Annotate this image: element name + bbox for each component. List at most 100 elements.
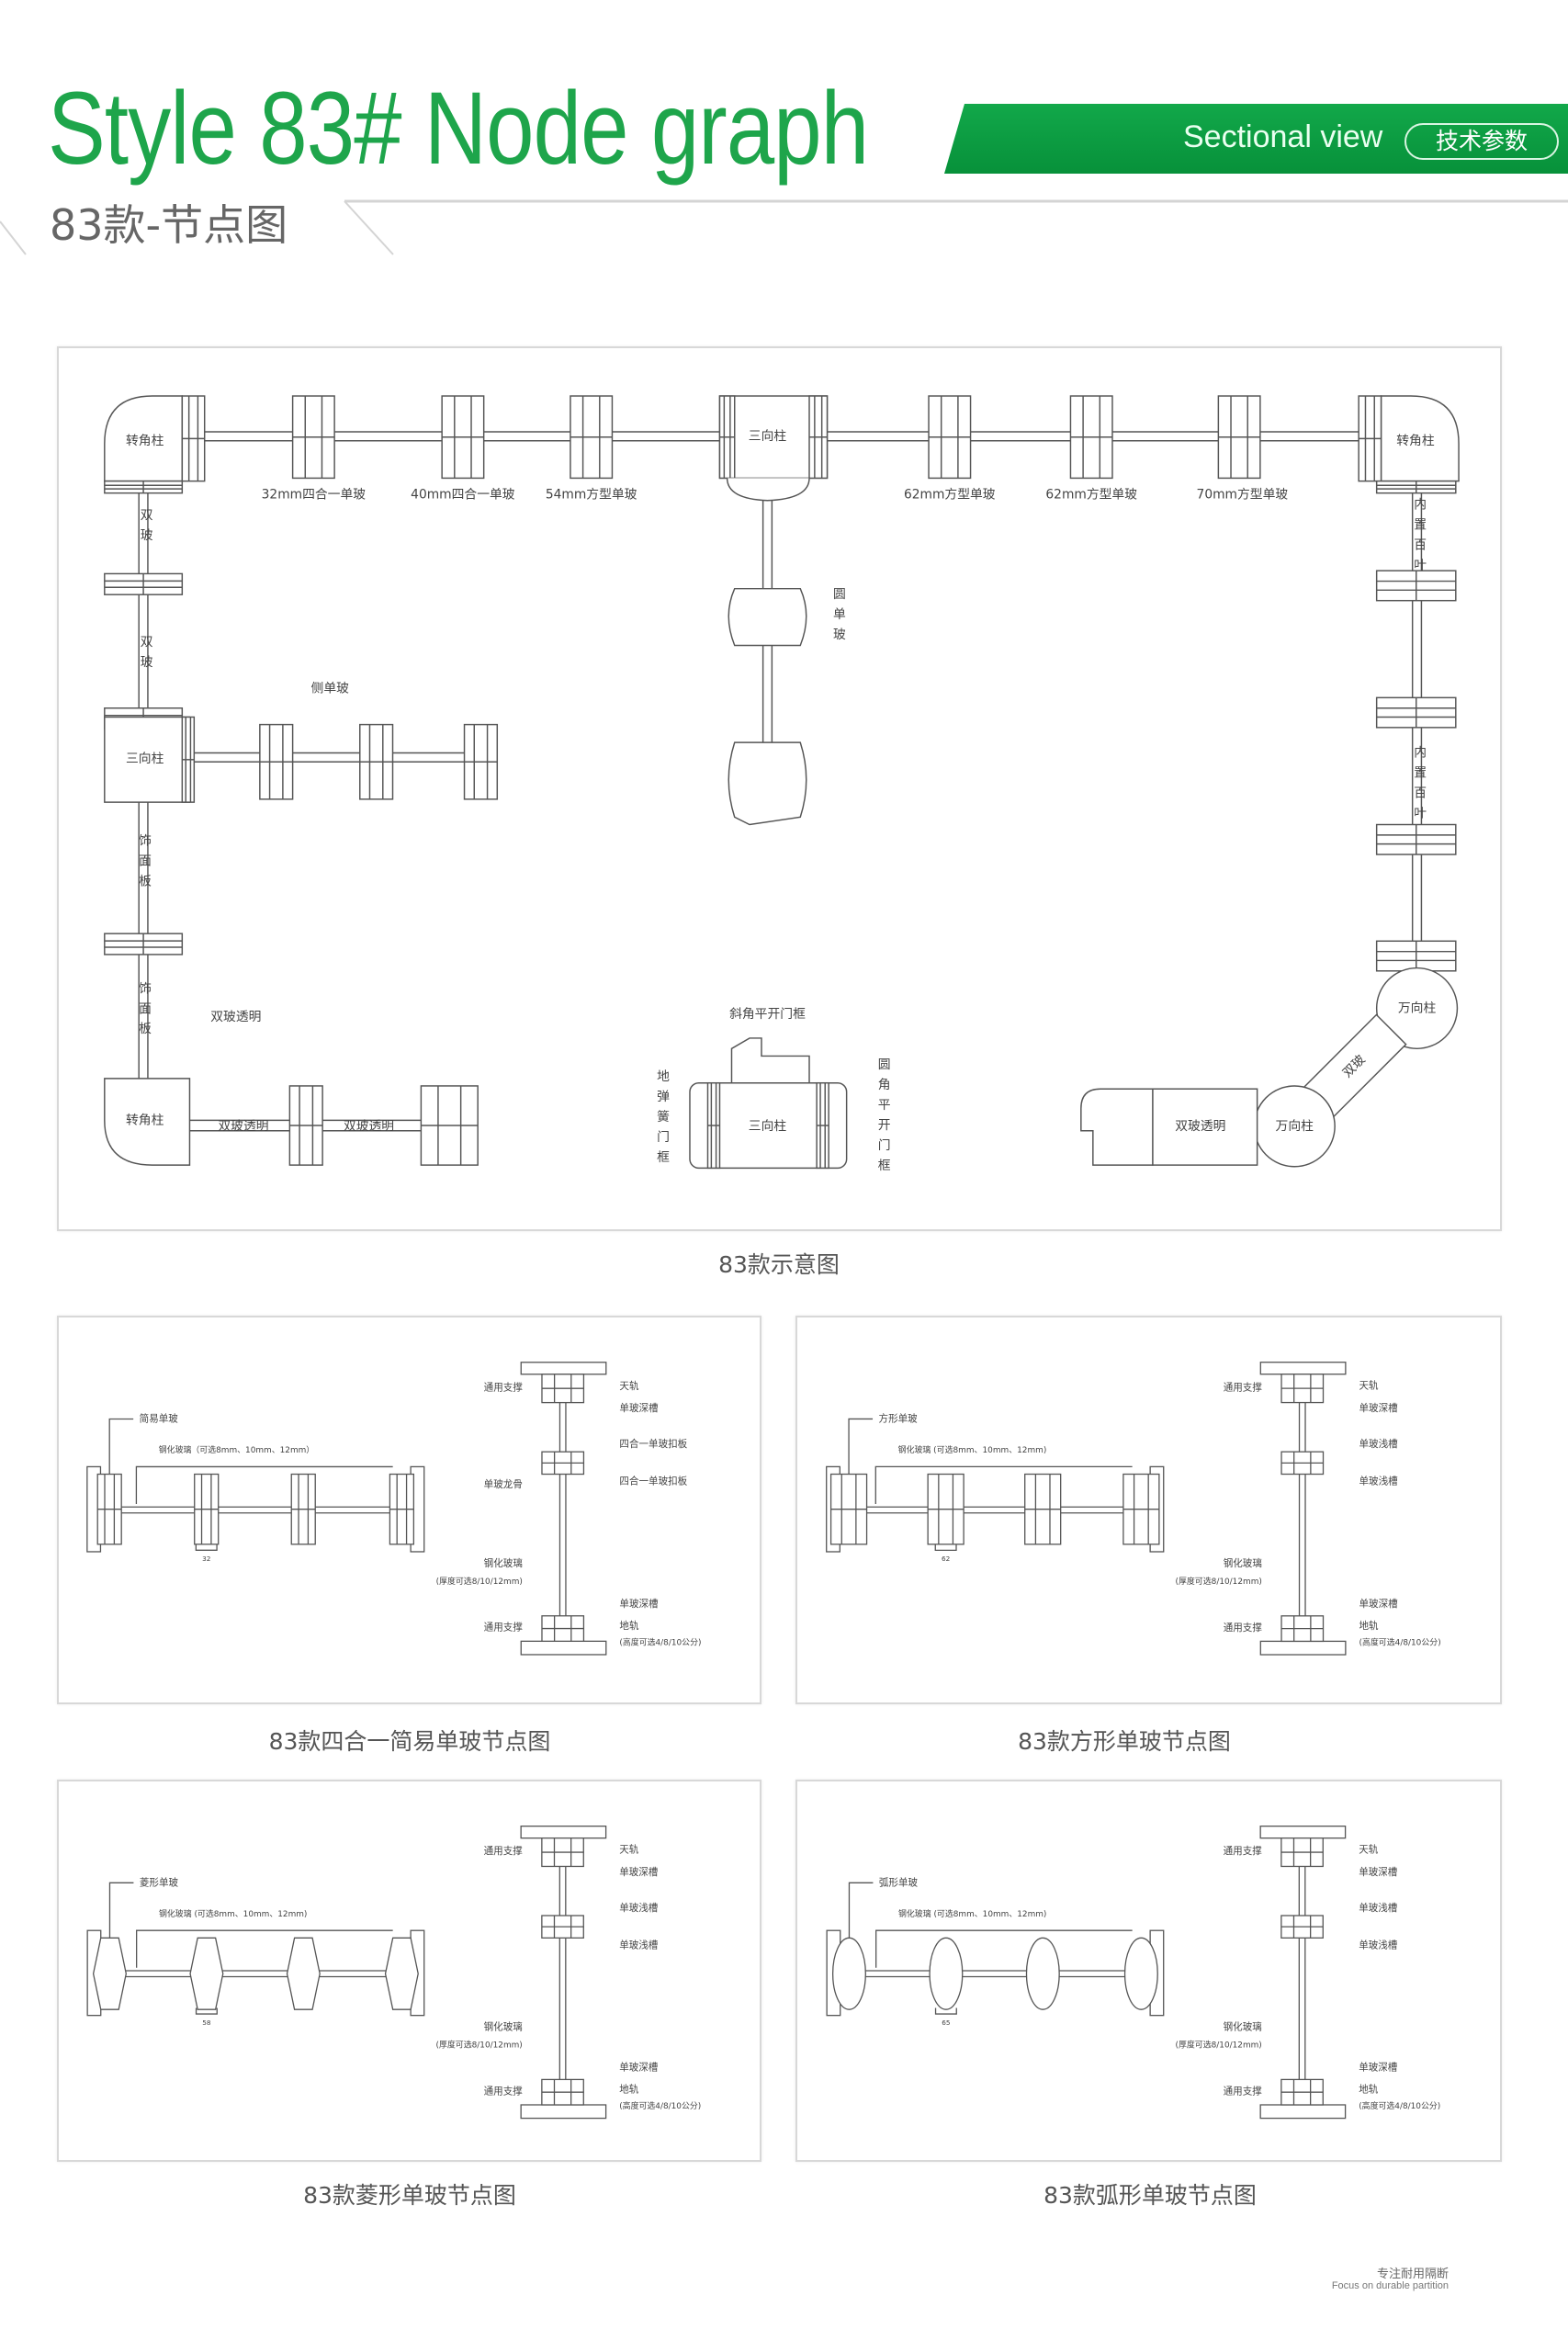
support-bottom-label: 通用支撑 bbox=[1224, 1622, 1263, 1634]
support-top-label: 通用支撑 bbox=[484, 1845, 524, 1857]
label-floor-spring-door: 地弹簧门框 bbox=[654, 1069, 670, 1170]
floor-note-label: (高度可选4/8/10公分) bbox=[1359, 1637, 1440, 1648]
deep-slot-label: 单玻深槽 bbox=[619, 1866, 659, 1878]
aluminum-profile bbox=[928, 395, 972, 480]
brick-ceiling bbox=[1259, 1826, 1347, 1839]
glass-note-label: (厚度可选8/10/12mm) bbox=[436, 2040, 523, 2051]
panel-caption: 83款菱形单玻节点图 bbox=[303, 2182, 516, 2209]
middle-label: 单玻浅槽 bbox=[619, 1939, 659, 1951]
glass-note-label: (厚度可选8/10/12mm) bbox=[1176, 2040, 1262, 2051]
arc-profile bbox=[831, 1937, 866, 2010]
aluminum-profile bbox=[1375, 940, 1457, 972]
round-profile bbox=[728, 741, 807, 826]
top-rail-profile bbox=[1280, 1374, 1325, 1404]
dimension-line bbox=[195, 1544, 218, 1551]
aluminum-profile bbox=[1375, 570, 1457, 602]
diamond-profile bbox=[286, 1937, 321, 2010]
top-rail-label: 天轨 bbox=[619, 1844, 639, 1856]
aluminum-profile bbox=[1375, 823, 1457, 855]
panel-diagram: 简易单玻钢化玻璃（可选8mm、10mm、12mm）32通用支撑单玻龙骨钢化玻璃(… bbox=[86, 1362, 702, 1656]
section-banner bbox=[944, 104, 1568, 174]
top-rail-profile bbox=[1280, 1837, 1324, 1868]
aluminum-profile bbox=[104, 572, 184, 595]
aluminum-profile bbox=[463, 723, 499, 800]
middle-label: 单玻浅槽 bbox=[619, 1902, 659, 1914]
brick-floor bbox=[1259, 1640, 1347, 1656]
support-bottom-label: 通用支撑 bbox=[1224, 2085, 1263, 2097]
top-rail-label: 天轨 bbox=[619, 1380, 639, 1392]
diamond-profile bbox=[92, 1937, 127, 2010]
glass-label: 钢化玻璃 (可选8mm、10mm、12mm) bbox=[898, 1444, 1047, 1455]
brick-ceiling bbox=[520, 1826, 607, 1839]
middle-label: 四合一单玻扣板 bbox=[619, 1476, 687, 1487]
label-40mm: 40mm四合一单玻 bbox=[411, 487, 515, 502]
top-rail-profile bbox=[541, 1374, 585, 1404]
aluminum-profile bbox=[1358, 395, 1382, 482]
deep-slot-label: 单玻深槽 bbox=[619, 2061, 659, 2073]
footer-slogan-cn: 专注耐用隔断 bbox=[1376, 2267, 1449, 2281]
label-62mm-a: 62mm方型单玻 bbox=[904, 487, 996, 502]
panel-labels: 简易单玻钢化玻璃（可选8mm、10mm、12mm）32通用支撑单玻龙骨钢化玻璃(… bbox=[140, 1380, 702, 1648]
dimension-label: 32 bbox=[202, 1555, 210, 1563]
aluminum-profile bbox=[359, 723, 394, 800]
aluminum-profile bbox=[706, 1081, 721, 1170]
deep-slot-label: 单玻深槽 bbox=[1359, 1598, 1398, 1610]
aluminum-profile bbox=[570, 395, 614, 480]
label-double-clear-b1: 双玻透明 bbox=[218, 1119, 268, 1134]
corner-post bbox=[104, 1078, 191, 1166]
floor-rail-label: 地轨 bbox=[1359, 2084, 1379, 2096]
dimension-line bbox=[934, 2007, 957, 2015]
aluminum-profile bbox=[1217, 395, 1261, 480]
label-blinds-2: 内置百叶 bbox=[1411, 745, 1427, 826]
main-diagram-frame: 转角柱 转角柱 转角柱 32mm四合一单玻 40mm四合一单玻 54mm方型单玻… bbox=[57, 346, 1502, 1231]
label-bevel-door: 斜角平开门框 bbox=[729, 1007, 806, 1022]
middle-profile bbox=[541, 1915, 584, 1939]
arc-profile bbox=[1025, 1937, 1060, 2010]
dimension-line bbox=[934, 1544, 957, 1551]
aluminum-profile bbox=[181, 716, 196, 803]
main-diagram-caption: 83款示意图 bbox=[718, 1251, 840, 1278]
profile-label: 弧形单玻 bbox=[879, 1876, 919, 1888]
dimension-label: 65 bbox=[942, 2018, 950, 2027]
glass-vertical-label: 钢化玻璃 bbox=[1224, 1557, 1262, 1569]
three-way-post bbox=[689, 1081, 848, 1170]
aluminum-profile bbox=[1375, 480, 1457, 494]
floor-rail-label: 地轨 bbox=[1359, 1620, 1379, 1632]
middle-label: 单玻浅槽 bbox=[1359, 1902, 1398, 1914]
floor-note-label: (高度可选4/8/10公分) bbox=[619, 1636, 701, 1647]
single-glass-profile bbox=[829, 1473, 868, 1545]
diamond-profile bbox=[384, 1937, 419, 2010]
leader-line bbox=[135, 1465, 393, 1505]
single-glass-profile bbox=[389, 1473, 415, 1545]
aluminum-profile bbox=[808, 395, 829, 480]
panel-shapes bbox=[86, 1826, 607, 2120]
universal-post bbox=[1375, 967, 1459, 1050]
tech-params-button[interactable]: 技术参数 bbox=[1404, 123, 1559, 160]
panel-caption: 83款弧形单玻节点图 bbox=[1043, 2182, 1257, 2209]
label-corner-left-top: 转角柱 bbox=[126, 434, 164, 448]
page-subtitle: 83款-节点图 bbox=[50, 200, 288, 250]
label-side-single: 侧单玻 bbox=[311, 682, 350, 696]
middle-label: 单玻浅槽 bbox=[1359, 1939, 1398, 1951]
label-three-way-bottom: 三向柱 bbox=[749, 1119, 787, 1134]
label-universal-2: 万向柱 bbox=[1276, 1119, 1314, 1134]
corner-post bbox=[104, 395, 184, 482]
aluminum-profile bbox=[104, 933, 184, 956]
label-54mm: 54mm方型单玻 bbox=[546, 487, 637, 502]
support-bottom-label: 通用支撑 bbox=[484, 2085, 524, 2097]
glass-vertical-label: 钢化玻璃 bbox=[1224, 2021, 1262, 2033]
three-way-post bbox=[104, 716, 191, 803]
floor-rail-profile bbox=[1280, 1615, 1325, 1643]
label-double-glass-2: 双玻 bbox=[138, 635, 153, 675]
floor-rail-profile bbox=[541, 1615, 585, 1643]
panel-shapes bbox=[826, 1362, 1347, 1656]
single-glass-profile bbox=[194, 1473, 220, 1545]
aluminum-profile bbox=[288, 1085, 323, 1166]
single-glass-profile bbox=[96, 1473, 122, 1545]
deep-slot-label: 单玻深槽 bbox=[619, 1402, 659, 1414]
